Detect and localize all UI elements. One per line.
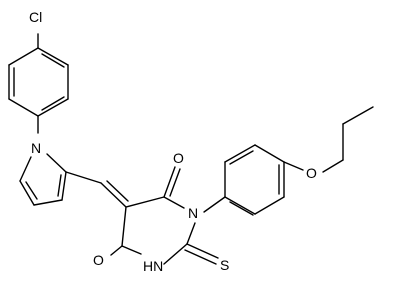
carbonyl-oxygen-bottom: O [93, 252, 104, 268]
thione-sulfur-atom: S [220, 257, 229, 273]
ring-nh-group: HN [143, 258, 163, 274]
ethoxyphenyl-ring [203, 106, 374, 216]
pyrrole-nitrogen-atom: N [31, 140, 41, 156]
chlorine-atom: Cl [29, 9, 42, 25]
methylidene-linker [65, 171, 129, 208]
ring-nitrogen-atom: N [188, 205, 198, 221]
chlorophenyl-ring [8, 33, 69, 134]
carbonyl-oxygen-top: O [173, 150, 184, 166]
pyrrole-ring [19, 153, 67, 206]
ether-oxygen-atom: O [306, 165, 317, 181]
thiobarbiturate-ring [110, 166, 219, 265]
